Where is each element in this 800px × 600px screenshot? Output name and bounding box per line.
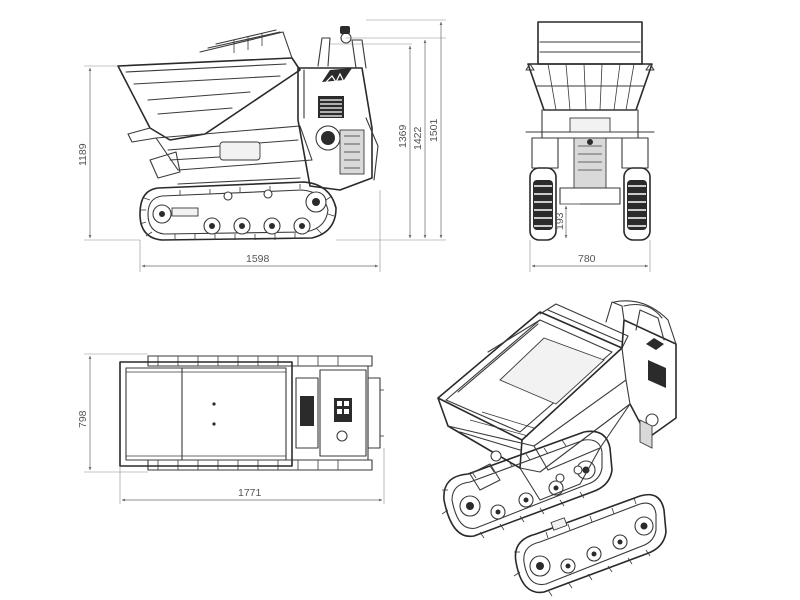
dim-top-width: 798 bbox=[77, 410, 89, 428]
side-chassis bbox=[149, 125, 313, 185]
front-left-track bbox=[529, 167, 557, 241]
front-dimensions: 780 193 bbox=[529, 203, 651, 272]
dim-front-width: 780 bbox=[578, 253, 596, 265]
dim-side-handle-height: 1422 bbox=[412, 126, 424, 150]
top-engine-unit bbox=[291, 365, 384, 461]
top-dimensions: 798 1771 bbox=[77, 353, 385, 504]
dim-side-body-height: 1189 bbox=[77, 143, 89, 166]
side-track bbox=[139, 181, 337, 241]
top-dump-bucket bbox=[119, 361, 293, 467]
side-dimensions: 1598 1189 1369 1422 1501 bbox=[77, 19, 446, 272]
side-dump-bucket bbox=[117, 29, 301, 143]
iso-chassis bbox=[469, 403, 631, 531]
dim-side-dump-height: 1369 bbox=[397, 124, 409, 148]
isometric-view bbox=[437, 300, 677, 597]
dim-side-length: 1598 bbox=[246, 253, 270, 265]
front-right-track bbox=[623, 167, 651, 241]
iso-engine-unit bbox=[605, 300, 677, 449]
front-view: 780 193 bbox=[525, 21, 655, 272]
dim-top-length: 1771 bbox=[238, 487, 262, 499]
front-chassis bbox=[525, 109, 655, 205]
iso-left-track bbox=[441, 430, 613, 539]
top-view: 798 1771 bbox=[77, 353, 385, 504]
front-tracks bbox=[529, 137, 651, 241]
iso-right-track bbox=[513, 493, 667, 597]
dim-side-total-height: 1501 bbox=[428, 118, 440, 142]
dim-front-ground-clearance: 193 bbox=[554, 212, 566, 230]
front-dump-bucket bbox=[525, 21, 655, 111]
side-engine-unit bbox=[297, 67, 373, 191]
side-view: 1598 1189 1369 1422 1501 bbox=[77, 19, 446, 272]
